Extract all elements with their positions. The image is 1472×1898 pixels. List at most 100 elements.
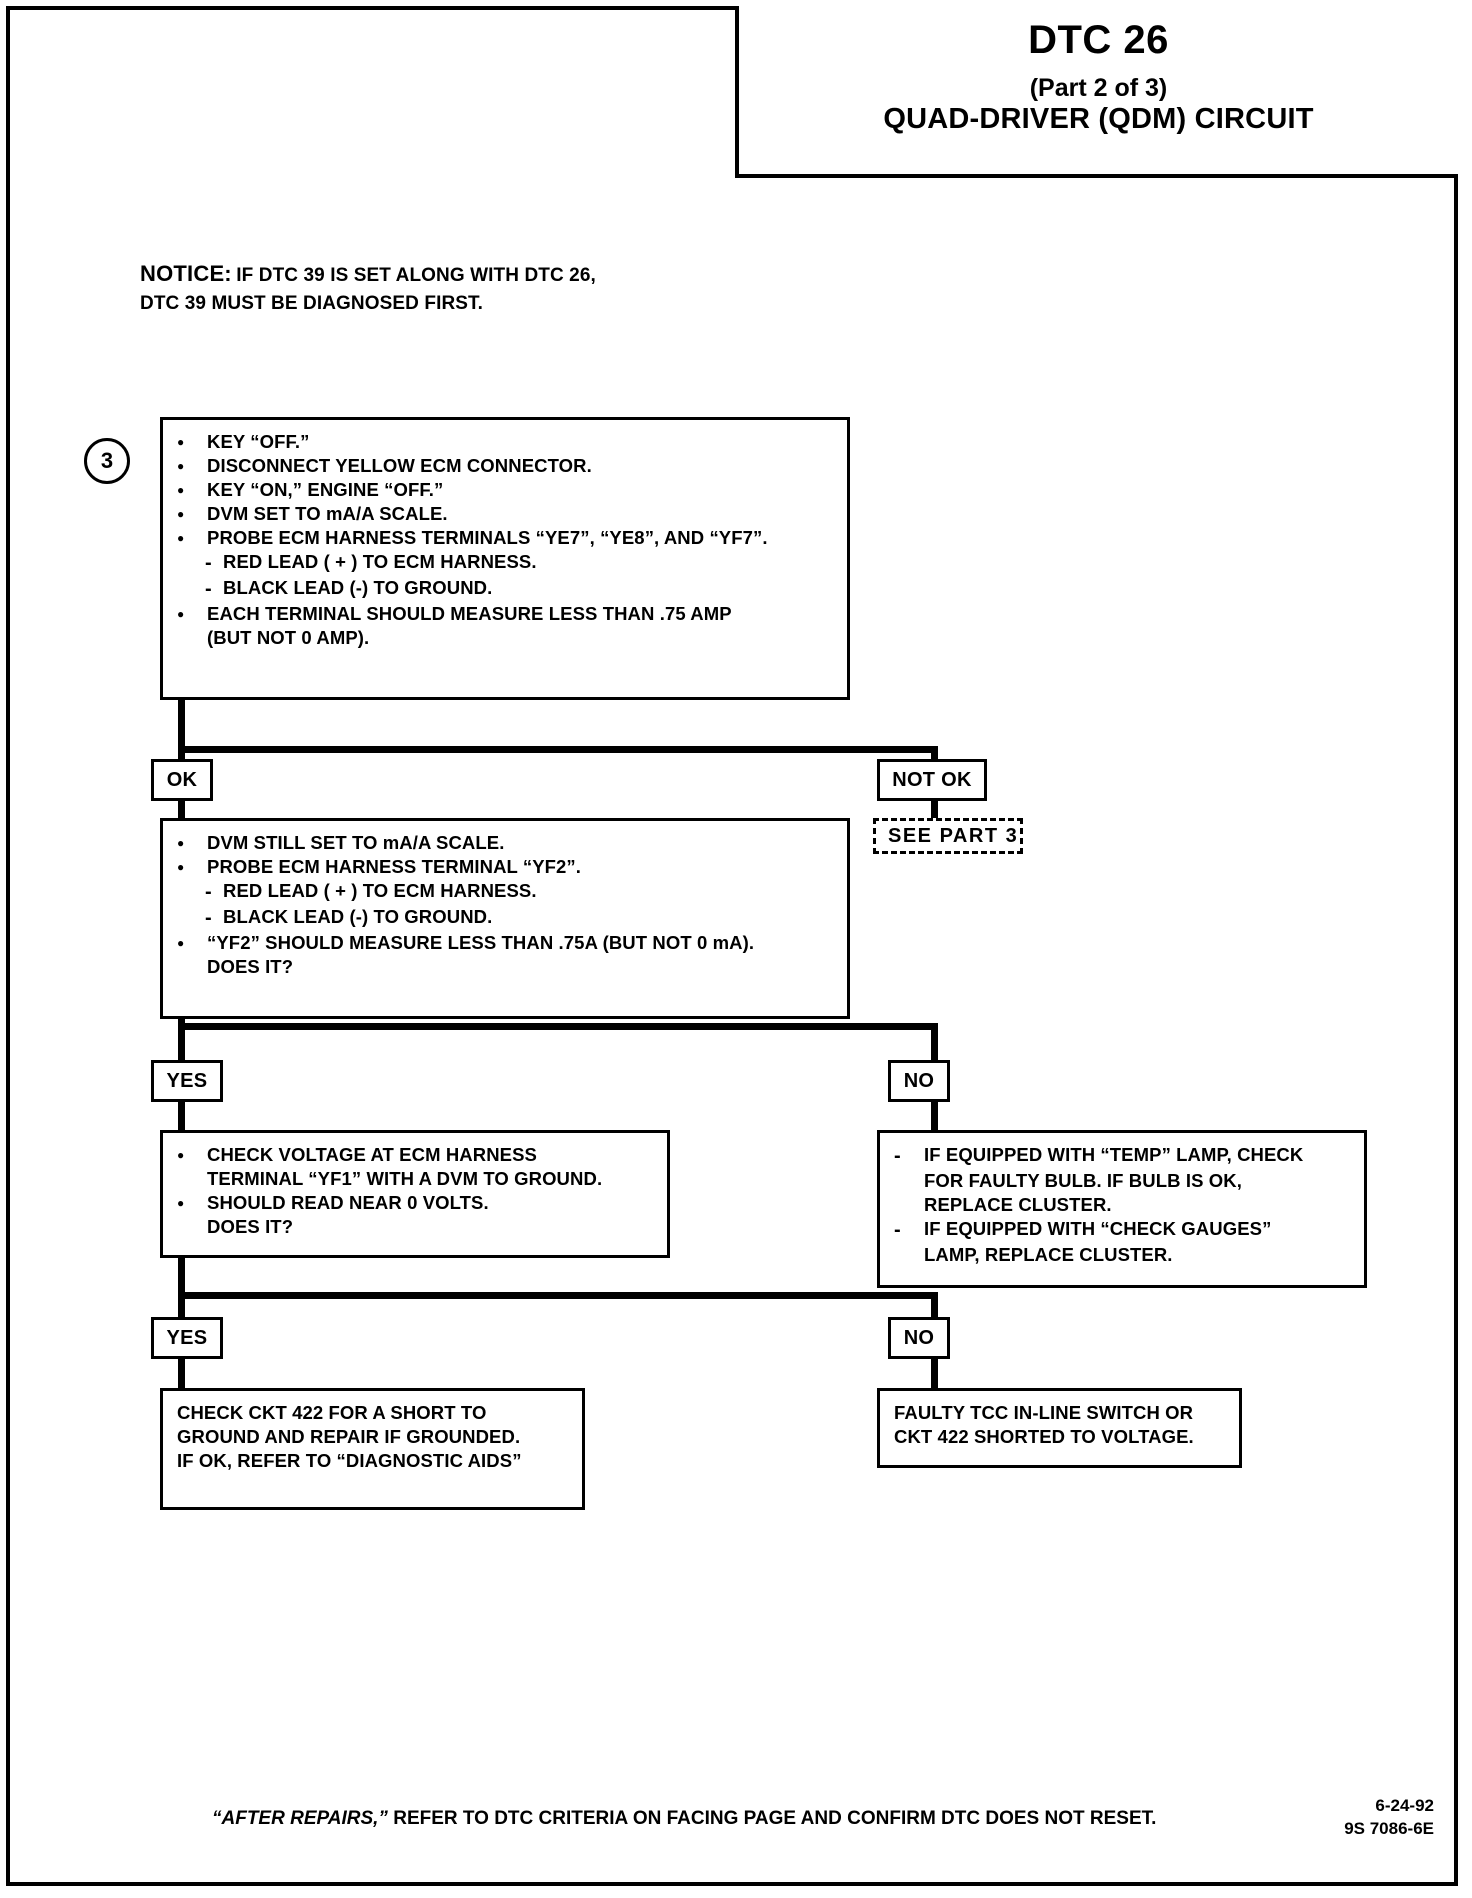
list-item: EACH TERMINAL SHOULD MEASURE LESS THAN .…: [177, 602, 835, 626]
connector-box3-down: [178, 1258, 185, 1320]
list-item: KEY “OFF.”: [177, 430, 835, 454]
box-step3-content: KEY “OFF.” DISCONNECT YELLOW ECM CONNECT…: [163, 420, 847, 658]
notice-line-2: DTC 39 MUST BE DIAGNOSED FIRST.: [140, 290, 596, 318]
list-item: FOR FAULTY BULB. IF BULB IS OK,: [894, 1169, 1352, 1193]
list-item-label: RED LEAD ( + ) TO ECM HARNESS.: [223, 551, 537, 573]
list-item-label: “YF2” SHOULD MEASURE LESS THAN .75A (BUT…: [207, 932, 755, 954]
title-part-label: (Part 2 of 3): [1029, 74, 1168, 102]
list-item: DOES IT?: [177, 955, 835, 979]
title-box: DTC 26 (Part 2 of 3) QUAD-DRIVER (QDM) C…: [735, 6, 1458, 178]
list-item-label: FOR FAULTY BULB. IF BULB IS OK,: [924, 1170, 1242, 1191]
connector-no2-down: [931, 1023, 938, 1067]
connector-box2-down: [178, 1019, 185, 1069]
list-item-label: DOES IT?: [207, 956, 294, 978]
connector-box1-split: [178, 746, 938, 753]
branch-label-yes-1: YES: [151, 1060, 223, 1102]
list-item-label: IF EQUIPPED WITH “CHECK GAUGES”: [924, 1218, 1272, 1240]
bullet-icon: [177, 931, 207, 953]
list-item: IF OK, REFER TO “DIAGNOSTIC AIDS”: [177, 1449, 570, 1473]
list-item: KEY “ON,” ENGINE “OFF.”: [177, 478, 835, 502]
dash-icon: [205, 905, 223, 931]
bullet-icon: [177, 526, 207, 548]
notice-line-1: NOTICE: IF DTC 39 IS SET ALONG WITH DTC …: [140, 258, 596, 290]
bullet-icon: [177, 1143, 207, 1165]
list-item-label: DVM STILL SET TO mA/A SCALE.: [207, 832, 505, 853]
footer-document-code: 6-24-92 9S 7086-6E: [1344, 1795, 1434, 1841]
dash-icon: [205, 879, 223, 905]
list-item-label: CKT 422 SHORTED TO VOLTAGE.: [894, 1426, 1194, 1448]
bullet-icon: [177, 855, 207, 877]
connector-box1-down: [178, 700, 185, 752]
list-item-label: LAMP, REPLACE CLUSTER.: [924, 1244, 1173, 1266]
list-item-label: EACH TERMINAL SHOULD MEASURE LESS THAN .…: [207, 603, 732, 625]
list-item: IF EQUIPPED WITH “CHECK GAUGES”: [894, 1217, 1352, 1243]
bullet-icon: [177, 478, 207, 500]
list-item-label: RED LEAD ( + ) TO ECM HARNESS.: [223, 880, 537, 902]
list-item-label: BLACK LEAD (-) TO GROUND.: [223, 577, 493, 599]
list-item: (BUT NOT 0 AMP).: [177, 626, 835, 650]
dash-icon: [205, 550, 223, 576]
list-item: SHOULD READ NEAR 0 VOLTS.: [177, 1191, 655, 1215]
box-yf1-voltage-check: CHECK VOLTAGE AT ECM HARNESS TERMINAL “Y…: [160, 1130, 670, 1258]
list-item: FAULTY TCC IN-LINE SWITCH OR: [894, 1401, 1227, 1425]
list-item-label: KEY “OFF.”: [207, 431, 310, 452]
list-item: LAMP, REPLACE CLUSTER.: [894, 1243, 1352, 1267]
list-item-label: CHECK CKT 422 FOR A SHORT TO: [177, 1402, 487, 1423]
connector-no2-branch-down: [931, 1292, 938, 1322]
connector-yes1-to-box: [178, 1099, 185, 1137]
box-tcc-content: FAULTY TCC IN-LINE SWITCH OR CKT 422 SHO…: [880, 1391, 1239, 1457]
box-ckt422-content: CHECK CKT 422 FOR A SHORT TO GROUND AND …: [163, 1391, 582, 1481]
footer-emphasis: “AFTER REPAIRS,”: [212, 1808, 388, 1829]
branch-label-yes-2: YES: [151, 1317, 223, 1359]
bullet-icon: [177, 1191, 207, 1213]
list-item: BLACK LEAD (-) TO GROUND.: [177, 576, 835, 602]
branch-label-not-ok: NOT OK: [877, 759, 987, 801]
box-lamp-cluster-content: IF EQUIPPED WITH “TEMP” LAMP, CHECK FOR …: [880, 1133, 1364, 1275]
list-item-label: FAULTY TCC IN-LINE SWITCH OR: [894, 1402, 1194, 1423]
bullet-icon: [177, 831, 207, 853]
title-subtitle: QUAD-DRIVER (QDM) CIRCUIT: [883, 102, 1314, 135]
step-number-circle: 3: [84, 438, 130, 484]
footer-note: “AFTER REPAIRS,” REFER TO DTC CRITERIA O…: [212, 1808, 1156, 1830]
list-item-label: BLACK LEAD (-) TO GROUND.: [223, 906, 493, 928]
bullet-icon: [177, 430, 207, 452]
list-item-label: GROUND AND REPAIR IF GROUNDED.: [177, 1426, 521, 1448]
list-item: RED LEAD ( + ) TO ECM HARNESS.: [177, 550, 835, 576]
list-item: DVM SET TO mA/A SCALE.: [177, 502, 835, 526]
list-item-label: KEY “ON,” ENGINE “OFF.”: [207, 479, 444, 501]
connector-yes2-to-box: [178, 1356, 185, 1394]
list-item: DISCONNECT YELLOW ECM CONNECTOR.: [177, 454, 835, 478]
page-title: DTC 26: [1028, 18, 1169, 62]
connector-no1-to-box: [931, 1099, 938, 1137]
list-item: PROBE ECM HARNESS TERMINAL “YF2”.: [177, 855, 835, 879]
box-step3-instructions: KEY “OFF.” DISCONNECT YELLOW ECM CONNECT…: [160, 417, 850, 700]
connector-no2-to-box: [931, 1356, 938, 1394]
footer-note-text: REFER TO DTC CRITERIA ON FACING PAGE AND…: [387, 1808, 1157, 1829]
branch-label-no-2: NO: [888, 1317, 950, 1359]
dash-icon: [205, 576, 223, 602]
list-item: “YF2” SHOULD MEASURE LESS THAN .75A (BUT…: [177, 931, 835, 955]
list-item-label: IF OK, REFER TO “DIAGNOSTIC AIDS”: [177, 1450, 522, 1472]
list-item-label: TERMINAL “YF1” WITH A DVM TO GROUND.: [207, 1168, 603, 1190]
box-yf2-check: DVM STILL SET TO mA/A SCALE. PROBE ECM H…: [160, 818, 850, 1019]
box-ckt422-short-ground: CHECK CKT 422 FOR A SHORT TO GROUND AND …: [160, 1388, 585, 1510]
list-item-label: SHOULD READ NEAR 0 VOLTS.: [207, 1192, 489, 1214]
list-item: GROUND AND REPAIR IF GROUNDED.: [177, 1425, 570, 1449]
reference-see-part-3[interactable]: SEE PART 3: [873, 818, 1023, 854]
list-item: DVM STILL SET TO mA/A SCALE.: [177, 831, 835, 855]
notice-text-line-1: IF DTC 39 IS SET ALONG WITH DTC 26,: [236, 265, 596, 286]
dash-icon: [894, 1217, 924, 1243]
list-item-label: DISCONNECT YELLOW ECM CONNECTOR.: [207, 455, 592, 477]
list-item-label: REPLACE CLUSTER.: [924, 1194, 1112, 1216]
footer-code-number: 9S 7086-6E: [1344, 1818, 1434, 1838]
list-item-label: (BUT NOT 0 AMP).: [207, 627, 370, 649]
footer-date: 6-24-92: [1375, 1796, 1434, 1815]
box-yf2-content: DVM STILL SET TO mA/A SCALE. PROBE ECM H…: [163, 821, 847, 987]
list-item: TERMINAL “YF1” WITH A DVM TO GROUND.: [177, 1167, 655, 1191]
page-border: [6, 6, 1458, 1886]
list-item-label: PROBE ECM HARNESS TERMINALS “YE7”, “YE8”…: [207, 527, 768, 549]
notice-block: NOTICE: IF DTC 39 IS SET ALONG WITH DTC …: [140, 258, 596, 317]
box-lamp-cluster-actions: IF EQUIPPED WITH “TEMP” LAMP, CHECK FOR …: [877, 1130, 1367, 1288]
list-item: RED LEAD ( + ) TO ECM HARNESS.: [177, 879, 835, 905]
